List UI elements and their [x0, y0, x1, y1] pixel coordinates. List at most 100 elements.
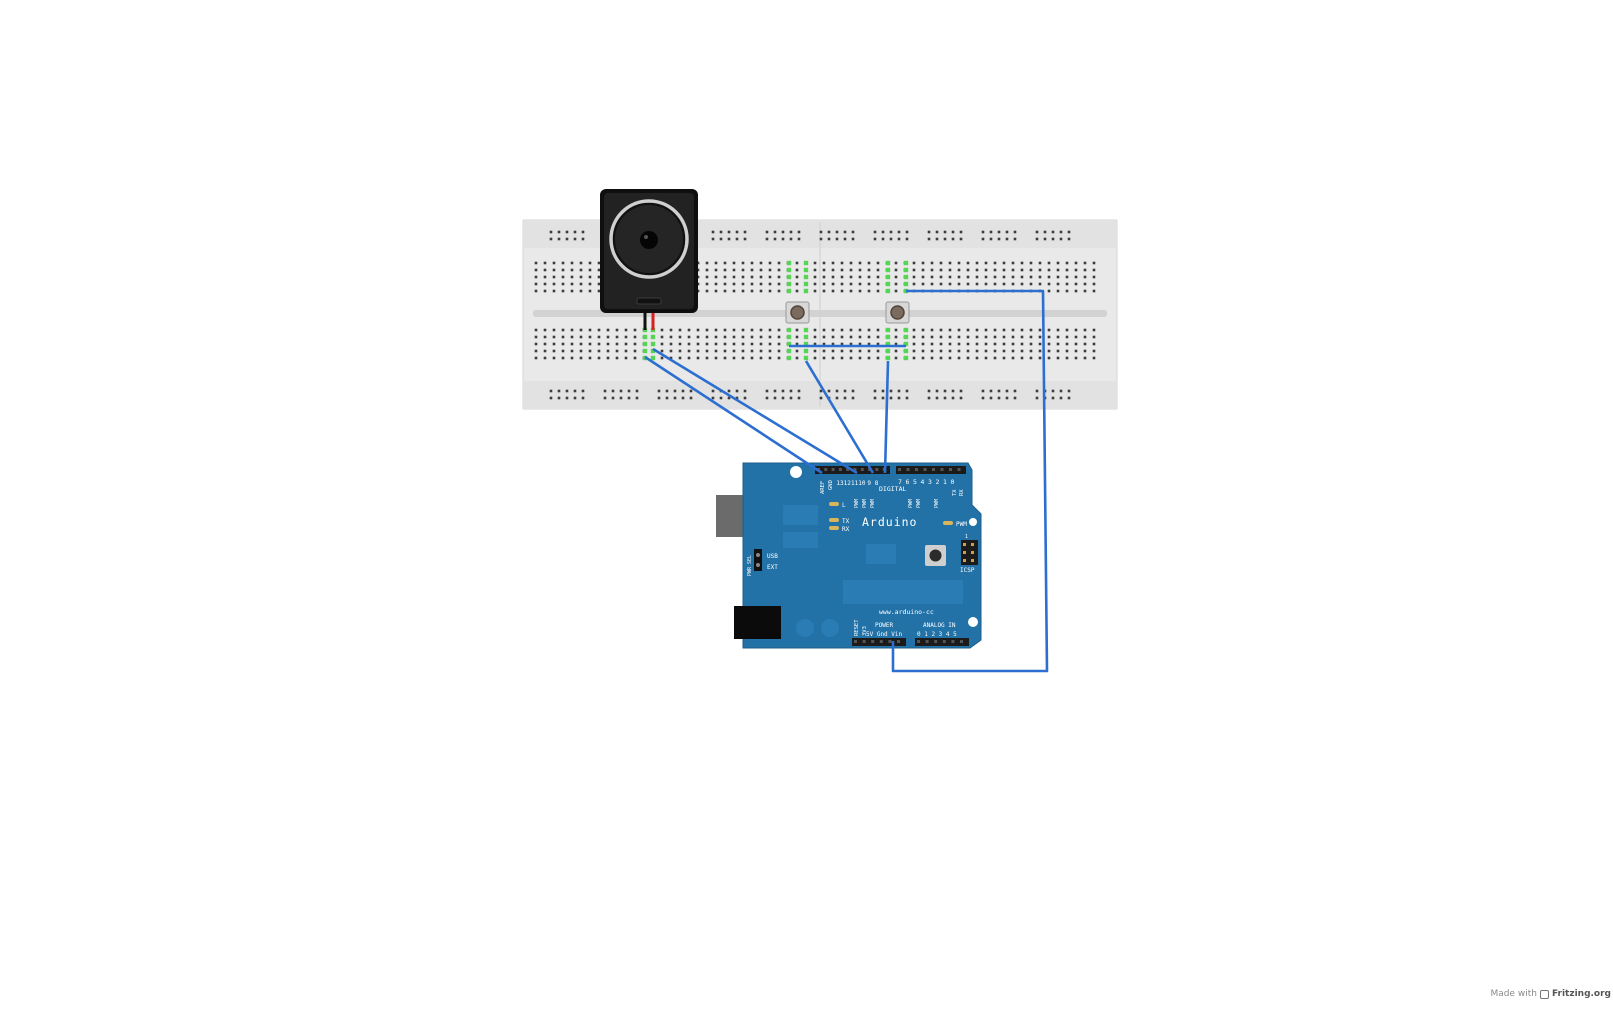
breadboard-hole — [1074, 289, 1078, 293]
breadboard-hole — [795, 282, 799, 286]
breadboard-hole — [543, 328, 547, 332]
breadboard-hole — [957, 342, 961, 346]
breadboard-hole — [894, 275, 898, 279]
breadboard-hole — [534, 342, 538, 346]
breadboard-hole — [714, 335, 718, 339]
breadboard-hole — [1038, 261, 1042, 265]
rail-hole — [989, 230, 993, 234]
breadboard-hole — [534, 261, 538, 265]
connected-hole — [786, 267, 792, 273]
breadboard-hole — [948, 335, 952, 339]
breadboard-hole — [669, 328, 673, 332]
breadboard-hole — [588, 275, 592, 279]
header-pin — [862, 640, 866, 643]
rail-hole — [773, 237, 777, 241]
power-header-strip — [852, 638, 906, 646]
breadboard-hole — [1074, 356, 1078, 360]
breadboard-hole — [930, 261, 934, 265]
rail-hole — [711, 237, 715, 241]
breadboard-hole — [660, 342, 664, 346]
arduino-url: www.arduino-cc — [879, 608, 934, 616]
breadboard-hole — [957, 268, 961, 272]
rail-hole — [1067, 237, 1071, 241]
breadboard-hole — [723, 289, 727, 293]
breadboard-hole — [561, 282, 565, 286]
breadboard-hole — [912, 356, 916, 360]
breadboard-hole — [867, 335, 871, 339]
breadboard-hole — [813, 275, 817, 279]
wire-speaker-gnd — [644, 355, 823, 475]
breadboard-hole — [1065, 328, 1069, 332]
breadboard-hole — [975, 261, 979, 265]
breadboard-hole — [705, 349, 709, 353]
breadboard-hole — [534, 328, 538, 332]
rail-hole — [611, 396, 615, 400]
breadboard-hole — [876, 349, 880, 353]
rail-hole — [765, 396, 769, 400]
rail-hole — [927, 230, 931, 234]
breadboard-hole — [984, 335, 988, 339]
breadboard-hole — [993, 356, 997, 360]
header-pin — [949, 468, 952, 471]
aref-label: AREF — [820, 481, 826, 494]
digital-pin-number: 13 — [836, 480, 844, 487]
breadboard-hole — [957, 261, 961, 265]
wire-button-left-pin — [804, 360, 875, 474]
breadboard-hole — [1047, 349, 1051, 353]
rail-hole — [689, 389, 693, 393]
breadboard-hole — [867, 261, 871, 265]
breadboard-hole — [669, 335, 673, 339]
breadboard-hole — [822, 342, 826, 346]
rail-hole — [951, 237, 955, 241]
breadboard-hole — [588, 349, 592, 353]
rail-hole — [1051, 230, 1055, 234]
breadboard-hole — [1047, 335, 1051, 339]
breadboard-hole — [1002, 282, 1006, 286]
rail-hole — [743, 237, 747, 241]
led-tx-label: TX — [842, 518, 850, 525]
breadboard-hole — [597, 356, 601, 360]
icsp-pin1-label: 1 — [965, 534, 968, 540]
breadboard-hole — [948, 275, 952, 279]
breadboard-hole — [714, 328, 718, 332]
breadboard-hole — [1047, 268, 1051, 272]
breadboard-hole — [561, 342, 565, 346]
breadboard-hole — [1002, 349, 1006, 353]
breadboard-hole — [1047, 328, 1051, 332]
breadboard-hole — [669, 356, 673, 360]
rail-hole — [819, 396, 823, 400]
breadboard-hole — [1002, 328, 1006, 332]
breadboard-hole — [1020, 282, 1024, 286]
rail-hole — [835, 230, 839, 234]
breadboard-hole — [1083, 289, 1087, 293]
breadboard-hole — [858, 335, 862, 339]
breadboard-hole — [723, 261, 727, 265]
breadboard-hole — [723, 342, 727, 346]
breadboard-hole — [741, 328, 745, 332]
breadboard-hole — [741, 342, 745, 346]
breadboard-hole — [705, 356, 709, 360]
rail-hole — [827, 230, 831, 234]
wire-speaker-pin8 — [652, 347, 858, 475]
breadboard-hole — [714, 356, 718, 360]
ext-label: EXT — [767, 564, 778, 571]
breadboard-hole — [957, 282, 961, 286]
breadboard-hole — [840, 289, 844, 293]
rail-hole — [619, 389, 623, 393]
rail-hole — [773, 389, 777, 393]
breadboard-hole — [561, 268, 565, 272]
breadboard-hole — [633, 335, 637, 339]
breadboard-hole — [939, 275, 943, 279]
rail-hole — [943, 389, 947, 393]
rail-hole — [619, 396, 623, 400]
connected-hole — [650, 334, 656, 340]
breadboard-hole — [597, 342, 601, 346]
breadboard-hole — [975, 356, 979, 360]
breadboard-hole — [561, 328, 565, 332]
breadboard-hole — [606, 328, 610, 332]
breadboard-hole — [921, 275, 925, 279]
rail-hole — [573, 237, 577, 241]
breadboard-hole — [660, 356, 664, 360]
breadboard-hole — [1092, 282, 1096, 286]
breadboard-hole — [930, 335, 934, 339]
